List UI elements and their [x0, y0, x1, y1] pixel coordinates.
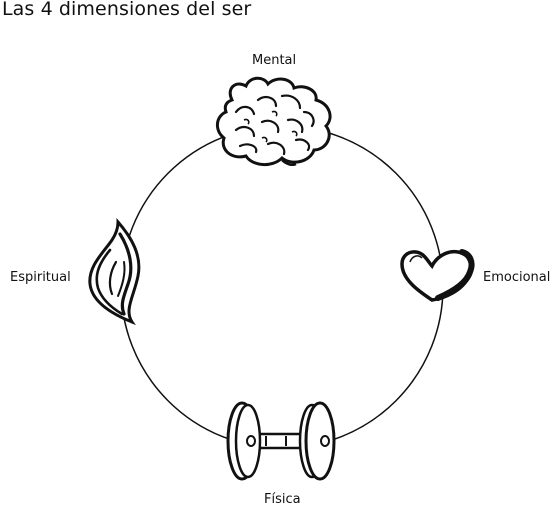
page-title: Las 4 dimensiones del ser [2, 0, 252, 20]
label-mental: Mental [252, 53, 297, 68]
heart-icon [400, 249, 475, 302]
label-emocional: Emocional [483, 270, 550, 285]
dumbbell-icon [226, 401, 336, 481]
label-espiritual: Espiritual [10, 270, 71, 285]
cycle-circle [120, 125, 444, 449]
flame-icon [88, 218, 141, 326]
brain-icon [216, 76, 332, 167]
label-fisica: Física [264, 492, 301, 507]
